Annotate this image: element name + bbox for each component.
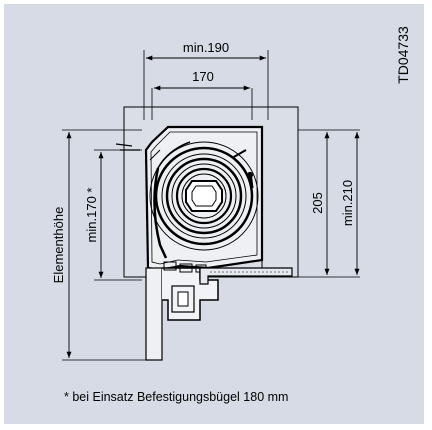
extension-lines: [62, 50, 360, 361]
bracket-marks: [115, 143, 140, 151]
footnote: * bei Einsatz Befestigungsbügel 180 mm: [64, 390, 289, 404]
roller: [149, 141, 259, 259]
dimension-lines: [66, 55, 360, 358]
dim-inner-height-label: 205: [310, 192, 325, 214]
dim-left-height-label: min.170 *: [84, 188, 99, 243]
sill-profile: [199, 258, 293, 285]
dim-min-height-label: min.210: [340, 180, 355, 226]
element-height-label: Elementhöhe: [51, 207, 66, 284]
dim-min-width-label: min.190: [183, 40, 229, 55]
drawing-id-label: TD04733: [395, 26, 411, 84]
dim-width-label: 170: [192, 69, 214, 84]
